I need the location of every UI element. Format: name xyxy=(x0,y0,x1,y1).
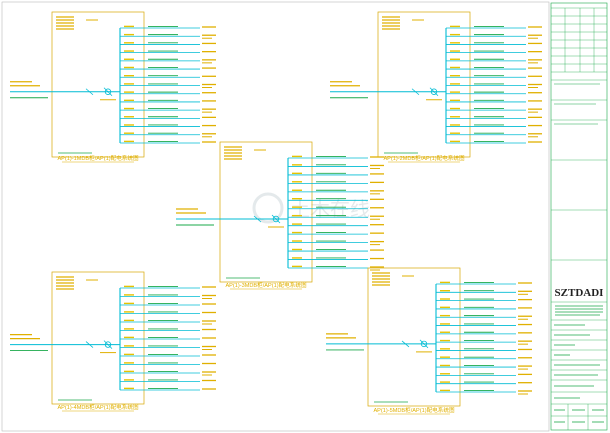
panel-frame xyxy=(367,267,461,407)
panel-top-right: AP(1)-2MDB柜/AP(1)配电系统图 xyxy=(330,11,542,163)
panel-title: AP(1)-2MDB柜/AP(1)配电系统图 xyxy=(383,154,465,162)
panel-top-left: AP(1)-1MDB柜/AP(1)配电系统图 xyxy=(10,11,216,163)
panel-bottom-right: AP(1)-5MDB柜/AP(1)配电系统图 xyxy=(326,267,532,415)
breaker-slash xyxy=(429,87,439,97)
breaker-slash xyxy=(103,340,113,349)
breaker-slash xyxy=(419,339,429,349)
panel-frame xyxy=(377,11,471,158)
panel-schematics: AP(1)-1MDB柜/AP(1)配电系统图 AP(1)-2MDB柜/AP(1)配… xyxy=(10,11,542,415)
company-logo: SZTDADI xyxy=(555,287,604,299)
watermark-text: 土木在线 xyxy=(290,198,370,221)
panel-center: AP(1)-3MDB柜/AP(1)配电系统图 xyxy=(176,141,384,290)
panel-frame xyxy=(51,11,145,158)
isolator-symbol xyxy=(85,88,94,96)
isolator-symbol xyxy=(85,341,94,348)
isolator-symbol xyxy=(401,340,410,348)
main-breaker-symbol xyxy=(420,340,428,348)
panel-title: AP(1)-1MDB柜/AP(1)配电系统图 xyxy=(57,154,139,162)
sheet-border xyxy=(1,1,550,432)
isolator-symbol xyxy=(411,88,420,96)
panel-frame xyxy=(219,141,313,283)
panel-bottom-left: AP(1)-4MDB柜/AP(1)配电系统图 xyxy=(10,271,216,412)
panel-title: AP(1)-4MDB柜/AP(1)配电系统图 xyxy=(57,403,139,411)
main-breaker-symbol xyxy=(104,88,112,95)
panel-title: AP(1)-3MDB柜/AP(1)配电系统图 xyxy=(225,281,307,289)
panel-frame xyxy=(51,271,145,405)
title-block: SZTDADI xyxy=(550,2,608,431)
main-breaker-symbol xyxy=(430,88,438,95)
isolator-symbol xyxy=(253,215,262,223)
breaker-slash xyxy=(103,87,113,97)
panel-title: AP(1)-5MDB柜/AP(1)配电系统图 xyxy=(373,406,455,414)
watermark: 土木在线 xyxy=(252,192,370,224)
main-breaker-symbol xyxy=(272,215,280,223)
main-breaker-symbol xyxy=(104,341,112,348)
breaker-slash xyxy=(271,214,281,224)
